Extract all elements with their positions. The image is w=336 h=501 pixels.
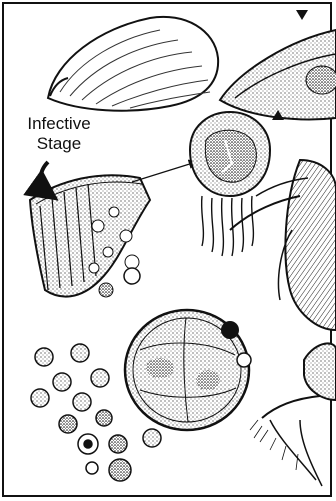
mussel-cross-section-drawing xyxy=(220,10,336,120)
label-line-1: Infective xyxy=(14,114,104,134)
host-organism-drawing xyxy=(250,343,336,486)
infective-stage-label: Infective Stage xyxy=(14,114,104,154)
larva-pointer-arrow xyxy=(132,162,196,182)
cyst-drawing xyxy=(125,310,251,430)
mussel-shell-drawing xyxy=(48,17,218,111)
label-line-2: Stage xyxy=(14,134,104,154)
larva-drawing xyxy=(190,112,270,256)
